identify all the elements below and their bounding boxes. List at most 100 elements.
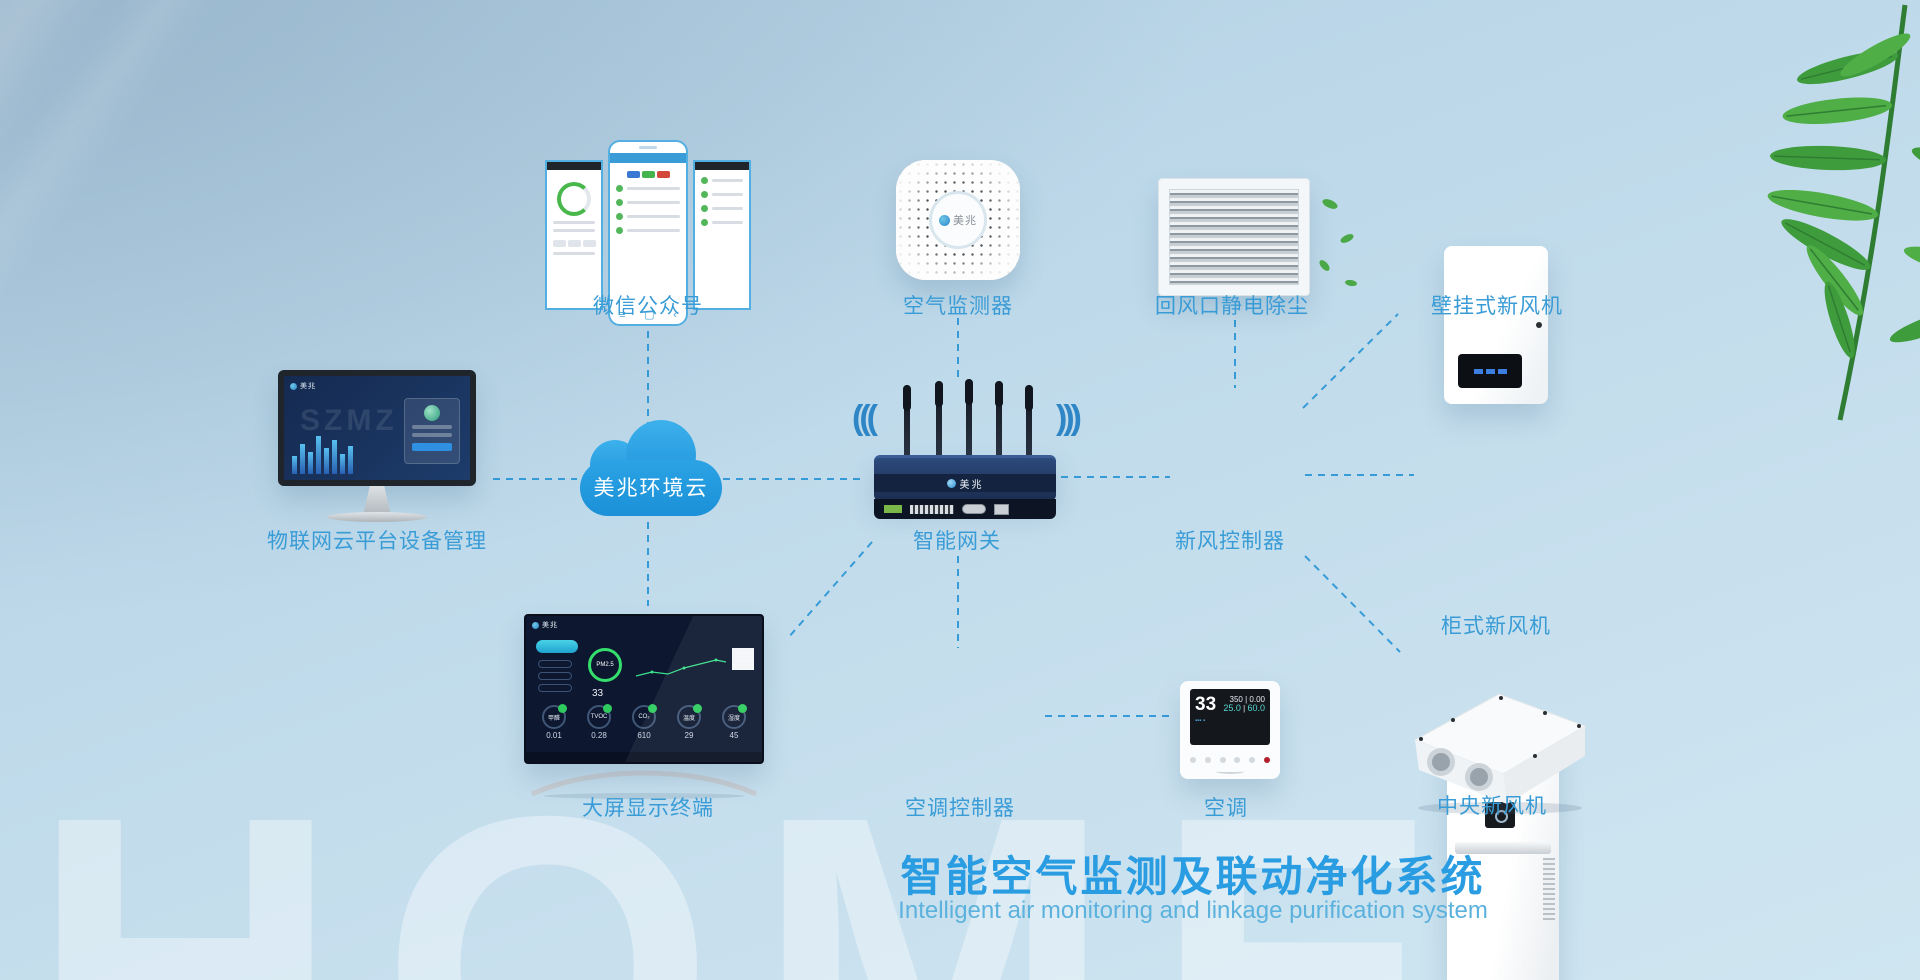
status-dot-icon <box>701 219 708 226</box>
ui-line <box>712 207 743 210</box>
air-monitor-logo: 美兆 <box>929 191 987 249</box>
menu-icon: ≡ <box>619 309 626 321</box>
bar <box>316 436 321 474</box>
aqi-gauge <box>557 182 591 216</box>
line-freshctrl-wallunit <box>1302 313 1399 409</box>
input-field <box>412 425 452 429</box>
status-dot-icon <box>616 199 623 206</box>
device-list-row <box>616 185 680 192</box>
brand-logo-icon <box>939 214 950 226</box>
brand-logo-icon <box>946 478 956 488</box>
bar <box>292 456 297 474</box>
badge-green <box>641 171 655 178</box>
tv-metrics-row: 甲醛 0.01 TVOC 0.28 CO₂ 610 温度 29 湿度 45 <box>534 704 754 740</box>
bar <box>332 440 337 474</box>
brand-text: 美兆 <box>953 215 977 227</box>
avatar <box>424 405 440 421</box>
ui-line <box>627 187 680 190</box>
antenna <box>965 379 973 457</box>
cabinet-side-vent <box>1543 858 1555 920</box>
wall-fresh-air-device <box>1444 246 1548 404</box>
label-big-screen: 大屏显示终端 <box>582 797 714 820</box>
tv-screen: 美兆 PM2.5 33 甲醛 0.01 TVOC 0.28 <box>524 614 764 764</box>
central-fresh-air-device <box>1413 693 1587 814</box>
label-wechat: 微信公众号 <box>593 295 703 318</box>
label-wall-fresh-air: 壁挂式新风机 <box>1431 295 1563 318</box>
ui-chip <box>552 240 566 247</box>
device-list-row <box>616 213 680 220</box>
cabinet-trim <box>1455 842 1551 854</box>
ui-chip <box>582 240 596 247</box>
phone-screen-right <box>693 160 751 310</box>
metric-name: TVOC <box>587 704 612 729</box>
line-gateway-bigscreen <box>787 541 873 639</box>
wall-unit-screen <box>1458 354 1522 388</box>
metric-hcho: 甲醛 0.01 <box>534 704 574 740</box>
cabinet-display <box>1485 802 1515 828</box>
ui-line <box>627 201 680 204</box>
login-button <box>412 443 452 451</box>
iot-platform-monitor: 美兆 SZMZ <box>278 370 476 522</box>
phone-screen-center: ≡ ▢ ‹ <box>608 140 688 326</box>
status-dot-icon <box>616 185 623 192</box>
metric-name: 温度 <box>677 704 702 729</box>
device-list-row <box>701 205 743 212</box>
badge-blue <box>626 171 640 178</box>
button-dot <box>1190 757 1196 763</box>
phone-statusbar <box>547 162 601 170</box>
co2-value: 350 <box>1229 695 1243 704</box>
router-brand-band: 美兆 <box>874 474 1056 492</box>
sidebar-pill <box>536 640 578 653</box>
tv-stand <box>530 770 758 799</box>
brand-logo-icon <box>532 621 539 629</box>
monitor-stand-base <box>327 512 427 522</box>
app-header <box>610 153 686 163</box>
label-gateway: 智能网关 <box>913 530 1001 553</box>
ui-line <box>627 229 680 232</box>
metric-humidity: 湿度 45 <box>714 704 754 740</box>
metric-value: 29 <box>684 731 694 740</box>
label-central-fresh-air: 中央新风机 <box>1437 795 1547 818</box>
bar <box>348 446 353 474</box>
metric-co2: CO₂ 610 <box>624 704 664 740</box>
device-list-row <box>616 199 680 206</box>
monitor-watermark: SZMZ <box>300 404 398 437</box>
icon-row <box>547 240 601 247</box>
monitor-stand-neck <box>364 486 390 512</box>
status-dot-icon <box>701 177 708 184</box>
trend-chart <box>635 658 727 677</box>
fresh-controller-screen: 33 350 | 0.00 25.0 | 60.0 ▪▪▪ ▪ <box>1190 689 1270 745</box>
home-icon: ▢ <box>644 309 655 321</box>
bar <box>300 444 305 474</box>
label-air-conditioner: 空调 <box>1204 797 1248 820</box>
bar <box>324 448 329 474</box>
router-body: 美兆 <box>874 455 1056 501</box>
phone-notch <box>639 146 657 149</box>
device-list-row <box>701 177 743 184</box>
badge-red <box>656 171 670 178</box>
sidebar-chip <box>538 684 572 692</box>
brand-text: 美兆 <box>959 479 984 491</box>
monitor-logo: 美兆 <box>290 381 316 391</box>
qr-code <box>732 648 754 670</box>
device-list-row <box>701 191 743 198</box>
phone-nav-bar: ≡ ▢ ‹ <box>610 310 686 321</box>
hcho-value: 0.00 <box>1249 695 1265 704</box>
monitor-screen: 美兆 SZMZ <box>278 370 476 486</box>
ui-line <box>712 179 743 182</box>
antenna <box>995 381 1003 457</box>
cloud-node: 美兆环境云 <box>580 420 722 520</box>
pm25-ring: PM2.5 <box>588 648 622 682</box>
tv-footer-bar <box>526 752 762 762</box>
label-iot-platform: 物联网云平台设备管理 <box>267 530 487 553</box>
air-monitor-device: 美兆 <box>896 160 1020 280</box>
screen-segment <box>1497 368 1507 374</box>
back-icon: ‹ <box>673 309 677 321</box>
humidity-value: 60.0 <box>1247 703 1265 713</box>
brand-logo-icon <box>290 382 297 390</box>
sidebar-chip <box>538 660 572 668</box>
metric-value: 45 <box>729 731 739 740</box>
label-cabinet-fresh-air: 柜式新风机 <box>1441 615 1551 638</box>
ui-line <box>712 221 743 224</box>
